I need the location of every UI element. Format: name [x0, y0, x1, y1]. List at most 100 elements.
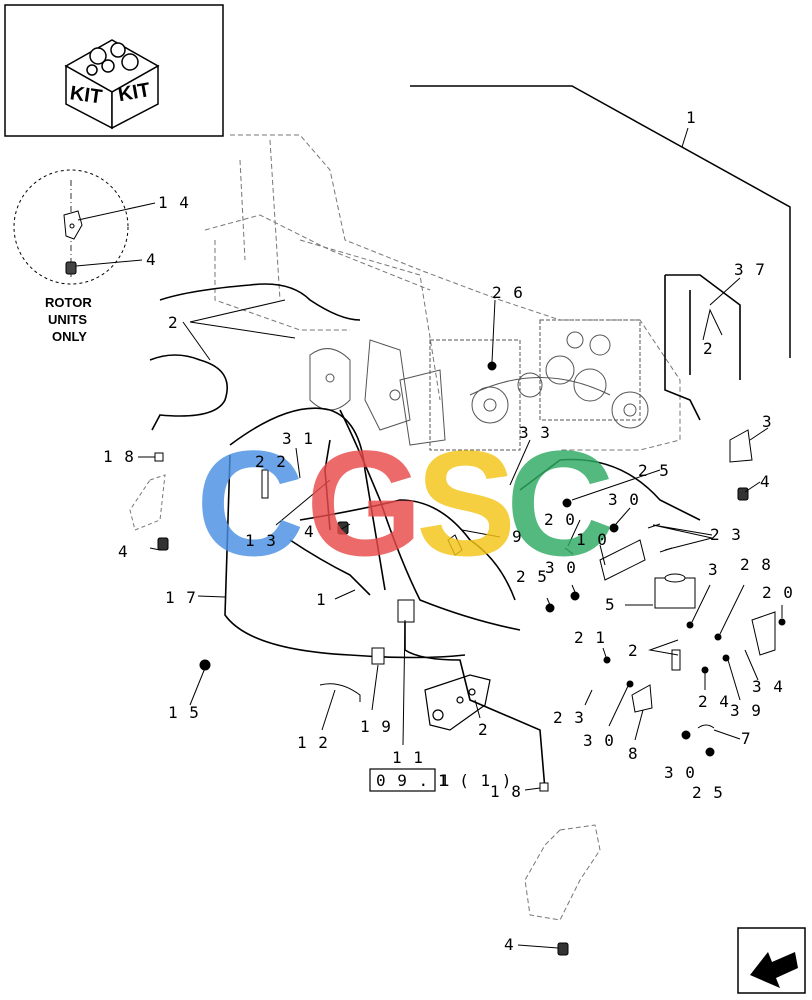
rotor-note-line-2: UNITS — [48, 312, 87, 327]
rotor-note-line-3: ONLY — [52, 329, 87, 344]
callout-labels: 1 3 7 2 2 6 2 3 4 1 8 3 1 2 2 3 3 2 5 3 … — [103, 108, 794, 954]
callout-22: 2 2 — [255, 452, 287, 471]
callout-4-mid: 4 — [304, 522, 315, 541]
inset-cap-icon — [65, 261, 77, 275]
arrow-left-icon — [750, 952, 798, 988]
callout-32: 3 — [708, 560, 719, 579]
components — [154, 361, 786, 956]
callout-8: 8 — [628, 744, 639, 763]
fitting-30a — [609, 523, 619, 533]
leader-main — [410, 85, 791, 358]
inset-leader-14 — [77, 202, 156, 221]
bracket-34 — [751, 611, 776, 656]
callout-33: 3 3 — [519, 423, 551, 442]
fitting-18a — [154, 452, 164, 462]
callout-13: 1 3 — [245, 531, 277, 550]
callout-24: 2 4 — [698, 692, 730, 711]
callout-28: 2 8 — [740, 555, 772, 574]
callout-25-mid: 2 5 — [516, 567, 548, 586]
callout-2-right: 2 — [703, 339, 714, 358]
fitting-15 — [199, 659, 211, 671]
left-bracket — [129, 474, 166, 531]
reference-box[interactable] — [369, 768, 436, 792]
clip-7 — [697, 724, 715, 729]
callout-4-right: 4 — [760, 472, 771, 491]
inset-callout-14: 1 4 — [158, 193, 190, 212]
cylinder-19 — [371, 647, 385, 665]
rotor-note-line-1: ROTOR — [45, 295, 92, 310]
fitting-30c — [681, 730, 691, 740]
callout-1-mid: 1 — [316, 590, 327, 609]
kit-frame — [4, 4, 224, 137]
callout-19: 1 9 — [360, 717, 392, 736]
callout-4-left: 4 — [118, 542, 129, 561]
fitting-24 — [701, 666, 709, 674]
callout-1-top: 1 — [686, 108, 697, 127]
fitting-2-lower — [671, 649, 681, 671]
callout-17: 1 7 — [165, 588, 197, 607]
callout-4-bottom: 4 — [504, 935, 515, 954]
cap-4c — [737, 487, 749, 501]
watermark: C G S C — [196, 419, 614, 587]
kit-label-left: KIT — [69, 82, 104, 108]
fitting-25a — [562, 498, 572, 508]
callout-20-left: 2 0 — [544, 510, 576, 529]
callout-25-low: 2 5 — [692, 783, 724, 802]
callout-30-bottom: 3 0 — [583, 731, 615, 750]
bolt-22 — [261, 469, 269, 499]
callout-30-top: 3 0 — [608, 490, 640, 509]
inset-leader-4 — [75, 259, 143, 267]
callout-2-midright: 2 — [628, 641, 639, 660]
engine-block — [429, 319, 649, 451]
watermark-letter-1: C — [196, 419, 304, 587]
rotor-inset-circle — [13, 169, 129, 285]
fitting-21 — [603, 656, 611, 664]
fitting-25c — [705, 747, 715, 757]
fitting-18b — [539, 782, 549, 792]
callout-34: 3 4 — [752, 677, 784, 696]
cap-4a — [157, 537, 169, 551]
callout-39: 3 9 — [730, 701, 762, 720]
inset-callout-4: 4 — [146, 250, 157, 269]
callout-2-bottom: 2 — [478, 720, 489, 739]
machine-frame — [204, 134, 681, 451]
side-bracket-3 — [729, 429, 753, 463]
callout-5: 5 — [605, 595, 616, 614]
fitting-20b — [778, 618, 786, 626]
hose-lines — [149, 274, 741, 791]
callout-3: 3 — [762, 412, 773, 431]
callout-18-top: 1 8 — [103, 447, 135, 466]
next-page-button[interactable] — [737, 927, 806, 994]
bolt-20a — [564, 547, 574, 555]
fitting-28 — [714, 633, 722, 641]
callout-21: 2 1 — [574, 628, 606, 647]
chute-outline — [524, 824, 601, 921]
gearbox — [309, 339, 446, 446]
watermark-letter-2: G — [306, 419, 423, 587]
fitting-25b — [545, 603, 555, 613]
callout-7: 7 — [741, 729, 752, 748]
reference-box-suffix: 1 ( 1 ) — [438, 771, 512, 790]
fitting-32 — [686, 621, 694, 629]
callout-20-right: 2 0 — [762, 583, 794, 602]
callout-9: 9 — [512, 527, 523, 546]
callout-23-bottom: 2 3 — [553, 708, 585, 727]
callout-2-left: 2 — [168, 313, 179, 332]
fitting-26 — [487, 361, 497, 371]
fitting-9 — [447, 534, 463, 556]
callout-30-low: 3 0 — [664, 763, 696, 782]
callout-11: 1 1 — [392, 748, 424, 767]
cap-4d — [557, 942, 569, 956]
valve-11 — [397, 599, 415, 623]
callout-23-top: 2 3 — [710, 525, 742, 544]
callout-15: 1 5 — [168, 703, 200, 722]
leader-lines — [138, 127, 783, 949]
reference-box-label: 0 9 . 1 — [376, 771, 450, 790]
kit-box-icon — [64, 39, 160, 130]
callout-10: 1 0 — [576, 530, 608, 549]
callout-12: 1 2 — [297, 733, 329, 752]
fitting-30d — [626, 680, 634, 688]
callout-37: 3 7 — [734, 260, 766, 279]
lower-bracket — [424, 674, 491, 731]
